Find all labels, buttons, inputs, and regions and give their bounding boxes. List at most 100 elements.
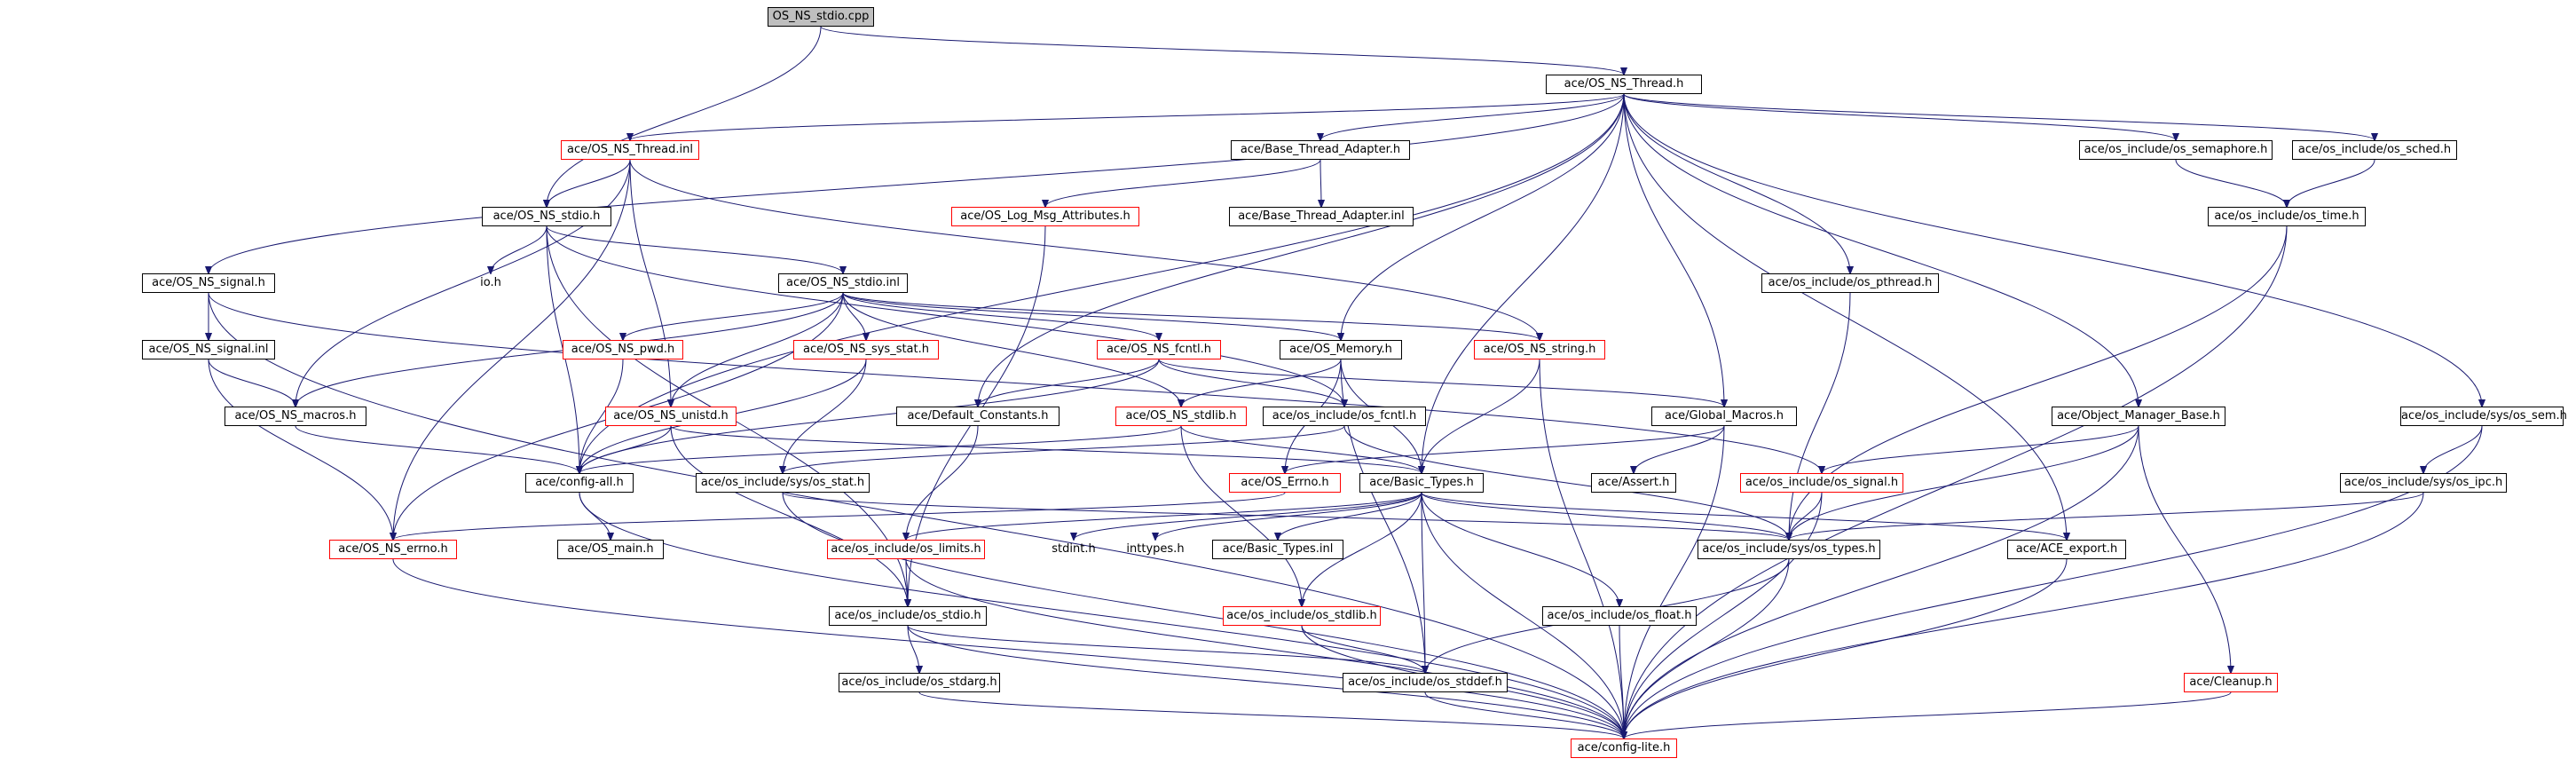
edge-basic_types_h-to-sys_os_types_h <box>1421 492 1789 540</box>
edge-os_ns_signal_h-to-os_signal_h <box>208 292 1822 473</box>
edge-basic_types_h-to-os_stddef_h <box>1421 492 1425 673</box>
node-os-ns-thread-h[interactable]: ace/OS_NS_Thread.h <box>1546 75 1702 94</box>
node-os-pthread-h[interactable]: ace/os_include/os_pthread.h <box>1761 273 1939 293</box>
node-base-thread-adapter-h[interactable]: ace/Base_Thread_Adapter.h <box>1231 140 1410 160</box>
edge-os_ns_thread_inl-to-os_ns_string_h <box>629 159 1540 340</box>
node-os-ns-stdlib-h[interactable]: ace/OS_NS_stdlib.h <box>1115 407 1247 426</box>
node-sys-os-stat-h[interactable]: ace/os_include/sys/os_stat.h <box>696 473 870 493</box>
edge-os_ns_pwd_h-to-config_all_h <box>579 359 624 473</box>
edge-os_ns_string_h-to-config_lite_h <box>1539 359 1624 739</box>
node-os-sched-h[interactable]: ace/os_include/os_sched.h <box>2292 140 2457 160</box>
node-os-ns-sys-stat-h[interactable]: ace/OS_NS_sys_stat.h <box>793 340 939 359</box>
edge-os_ns_thread_h-to-sys_os_sem_h <box>1623 93 2482 407</box>
node-os-stdio-h[interactable]: ace/os_include/os_stdio.h <box>829 606 987 626</box>
edge-sys_os_sem_h-to-sys_os_ipc_h <box>2423 425 2483 473</box>
node-basic-types-inl[interactable]: ace/Basic_Types.inl <box>1212 540 1343 559</box>
node-io-h[interactable]: io.h <box>480 276 501 289</box>
node-os-stdarg-h[interactable]: ace/os_include/os_stdarg.h <box>839 673 1000 692</box>
node-os-fcntl-h[interactable]: ace/os_include/os_fcntl.h <box>1263 407 1426 426</box>
node-os-ns-unistd-h[interactable]: ace/OS_NS_unistd.h <box>605 407 737 426</box>
node-os-memory-h[interactable]: ace/OS_Memory.h <box>1280 340 1402 359</box>
node-os-time-h[interactable]: ace/os_include/os_time.h <box>2208 207 2366 226</box>
edge-os_ns_stdio_inl-to-os_ns_pwd_h <box>623 292 844 340</box>
edge-global_macros_h-to-config_lite_h <box>1624 425 1725 739</box>
edge-object_manager_base_h-to-os_signal_h <box>1822 425 2139 473</box>
node-object-manager-base-h[interactable]: ace/Object_Manager_Base.h <box>2052 407 2225 426</box>
edge-os_sched_h-to-os_time_h <box>2287 159 2375 207</box>
edge-os_ns_string_h-to-basic_types_h <box>1422 359 1540 473</box>
edge-os_ns_stdio_h-to-os_ns_stdio_inl <box>546 225 843 273</box>
edge-os_ns_errno_h-to-config_lite_h <box>392 558 1624 739</box>
node-default-constants-h[interactable]: ace/Default_Constants.h <box>896 407 1060 426</box>
edge-os_ns_thread_h-to-os_memory_h <box>1341 93 1625 340</box>
node-os-semaphore-h[interactable]: ace/os_include/os_semaphore.h <box>2079 140 2273 160</box>
node-assert-h[interactable]: ace/Assert.h <box>1591 473 1676 493</box>
node-os-ns-errno-h[interactable]: ace/OS_NS_errno.h <box>329 540 457 559</box>
node-config-lite-h[interactable]: ace/config-lite.h <box>1571 739 1677 758</box>
node-os-ns-signal-h[interactable]: ace/OS_NS_signal.h <box>142 273 275 293</box>
node-os-main-h[interactable]: ace/OS_main.h <box>557 540 664 559</box>
edge-os_time_h-to-config_lite_h <box>1624 225 2288 739</box>
edge-basic_types_h-to-inttypes_h <box>1155 492 1422 540</box>
node-os-ns-thread-inl[interactable]: ace/OS_NS_Thread.inl <box>561 140 699 160</box>
edge-os_ns_stdlib_h-to-config_all_h <box>579 425 1182 473</box>
node-os-signal-h[interactable]: ace/os_include/os_signal.h <box>1740 473 1903 493</box>
edge-os_ns_thread_h-to-os_ns_signal_h <box>209 93 1625 273</box>
edge-object_manager_base_h-to-config_lite_h <box>1624 425 2139 739</box>
node-os-ns-signal-inl[interactable]: ace/OS_NS_signal.inl <box>142 340 275 359</box>
edge-os_ns_thread_inl-to-os_ns_stdio_h <box>547 159 631 207</box>
edge-os_errno_h-to-os_ns_errno_h <box>393 492 1286 540</box>
edge-basic_types_h-to-basic_types_inl <box>1278 492 1422 540</box>
edge-os_float_h-to-config_lite_h <box>1619 625 1624 739</box>
node-os-ns-macros-h[interactable]: ace/OS_NS_macros.h <box>225 407 366 426</box>
edge-os_ns_stdio_h-to-io_h <box>491 225 547 273</box>
node-os-ns-stdio-cpp: OS_NS_stdio.cpp <box>768 7 874 27</box>
node-os-ns-stdio-h[interactable]: ace/OS_NS_stdio.h <box>482 207 611 226</box>
edge-os_stdlib_h-to-os_stddef_h <box>1301 625 1425 673</box>
edge-os_ns_stdio_inl-to-os_ns_unistd_h <box>671 292 844 407</box>
node-os-ns-string-h[interactable]: ace/OS_NS_string.h <box>1474 340 1605 359</box>
node-os-limits-h[interactable]: ace/os_include/os_limits.h <box>827 540 985 559</box>
edge-object_manager_base_h-to-cleanup_h <box>2138 425 2231 673</box>
node-inttypes-h[interactable]: inttypes.h <box>1126 542 1185 556</box>
node-global-macros-h[interactable]: ace/Global_Macros.h <box>1651 407 1797 426</box>
node-sys-os-types-h[interactable]: ace/os_include/sys/os_types.h <box>1698 540 1880 559</box>
node-sys-os-sem-h[interactable]: ace/os_include/sys/os_sem.h <box>2400 407 2567 426</box>
node-os-float-h[interactable]: ace/os_include/os_float.h <box>1542 606 1697 626</box>
node-basic-types-h[interactable]: ace/Basic_Types.h <box>1359 473 1484 493</box>
edge-os_ns_stdio_inl-to-os_ns_sys_stat_h <box>842 292 866 340</box>
edge-os_stdio_h-to-config_lite_h <box>907 625 1624 739</box>
edge-config_all_h-to-os_main_h <box>579 492 611 540</box>
node-os-errno-h[interactable]: ace/OS_Errno.h <box>1229 473 1341 493</box>
node-os-ns-pwd-h[interactable]: ace/OS_NS_pwd.h <box>563 340 683 359</box>
edge-os_ns_stdio_h-to-os_fcntl_h <box>546 225 1344 407</box>
node-ace-export-h[interactable]: ace/ACE_export.h <box>2007 540 2126 559</box>
node-sys-os-ipc-h[interactable]: ace/os_include/sys/os_ipc.h <box>2340 473 2507 493</box>
edge-sys_os_ipc_h-to-config_lite_h <box>1624 492 2424 739</box>
edge-basic_types_h-to-stdint_h <box>1074 492 1422 540</box>
node-config-all-h[interactable]: ace/config-all.h <box>525 473 634 493</box>
edge-os_ns_thread_h-to-os_sched_h <box>1623 93 2375 140</box>
edge-basic_types_h-to-os_stdlib_h <box>1302 492 1422 606</box>
edge-os_ns_thread_h-to-config_all_h <box>579 93 1625 473</box>
edge-global_macros_h-to-assert_h <box>1634 425 1725 473</box>
node-os-ns-stdio-inl[interactable]: ace/OS_NS_stdio.inl <box>778 273 908 293</box>
edge-sys_os_ipc_h-to-sys_os_types_h <box>1789 492 2424 540</box>
edge-cleanup_h-to-config_lite_h <box>1624 691 2232 739</box>
edge-os_ns_fcntl_h-to-global_macros_h <box>1158 359 1724 407</box>
node-os-ns-fcntl-h[interactable]: ace/OS_NS_fcntl.h <box>1097 340 1221 359</box>
edge-os_ns_stdlib_h-to-basic_types_h <box>1180 425 1422 473</box>
edge-sys_os_types_h-to-config_lite_h <box>1624 558 1790 739</box>
node-base-thread-adapter-inl[interactable]: ace/Base_Thread_Adapter.inl <box>1229 207 1414 226</box>
node-os-stddef-h[interactable]: ace/os_include/os_stddef.h <box>1343 673 1508 692</box>
node-os-stdlib-h[interactable]: ace/os_include/os_stdlib.h <box>1223 606 1381 626</box>
node-cleanup-h[interactable]: ace/Cleanup.h <box>2184 673 2278 692</box>
edge-os_stdio_h-to-os_stdarg_h <box>907 625 919 673</box>
edge-os_ns_thread_h-to-basic_types_h <box>1422 93 1625 473</box>
edge-os_limits_h-to-config_lite_h <box>905 558 1624 739</box>
edge-basic_types_h-to-os_float_h <box>1421 492 1619 606</box>
node-os-log-msg-attributes-h[interactable]: ace/OS_Log_Msg_Attributes.h <box>951 207 1139 226</box>
edge-os_ns_stdio_inl-to-os_memory_h <box>842 292 1341 340</box>
node-stdint-h[interactable]: stdint.h <box>1052 542 1096 556</box>
